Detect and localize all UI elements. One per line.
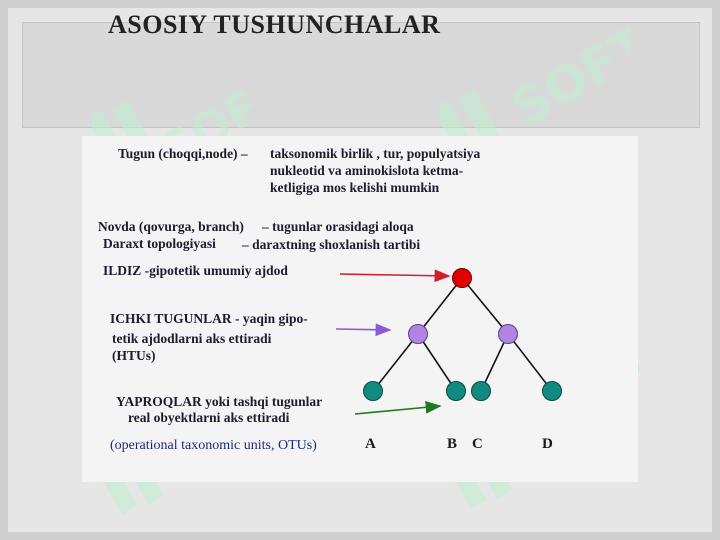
leaves-label-line-1: YAPROQLAR yoki tashqi tugunlar: [116, 394, 323, 409]
leaf-label-d: D: [542, 436, 553, 452]
node-term: Tugun (choqqi,node) –: [118, 146, 248, 161]
node-definition-line-2: nukleotid va aminokislota ketma-: [270, 163, 464, 178]
leaf-node-d: [542, 381, 562, 401]
internal-nodes-label-line-3: (HTUs): [112, 348, 156, 363]
root-node: [452, 268, 472, 288]
leaf-label-a: A: [365, 436, 376, 452]
topology-definition: – daraxtning shoxlanish tartibi: [242, 237, 421, 252]
node-definition-line-1: taksonomik birlik , tur, populyatsiya: [270, 146, 481, 161]
otu-label: (operational taxonomic units, OTUs): [110, 438, 317, 453]
internal-nodes-label-line-2: tetik ajdodlarni aks ettiradi: [112, 331, 272, 346]
branch-definition: – tugunlar orasidagi aloqa: [262, 219, 414, 234]
node-definition-line-3: ketligiga mos kelishi mumkin: [270, 180, 440, 195]
leaf-arrow: [354, 400, 442, 415]
leaf-node-c: [471, 381, 491, 401]
leaf-label-c: C: [472, 436, 483, 452]
topology-term: Daraxt topologiyasi: [103, 236, 216, 251]
slide-title: ASOSIY TUSHUNCHALAR: [108, 10, 441, 39]
internal-node-right: [498, 324, 518, 344]
content-panel: [82, 136, 638, 482]
root-label: ILDIZ -gipotetik umumiy ajdod: [103, 263, 288, 278]
internal-arrow: [335, 323, 392, 337]
leaf-node-a: [363, 381, 383, 401]
root-arrow: [339, 269, 451, 283]
leaves-label-line-2: real obyektlarni aks ettiradi: [128, 410, 290, 425]
internal-node-left: [408, 324, 428, 344]
leaf-label-b: B: [447, 436, 458, 452]
internal-nodes-label-line-1: ICHKI TUGUNLAR - yaqin gipo-: [110, 311, 308, 326]
tree-branches: [372, 277, 553, 392]
branch-term: Novda (qovurga, branch): [98, 219, 244, 234]
title-bar: [22, 22, 700, 128]
leaf-node-b: [446, 381, 466, 401]
